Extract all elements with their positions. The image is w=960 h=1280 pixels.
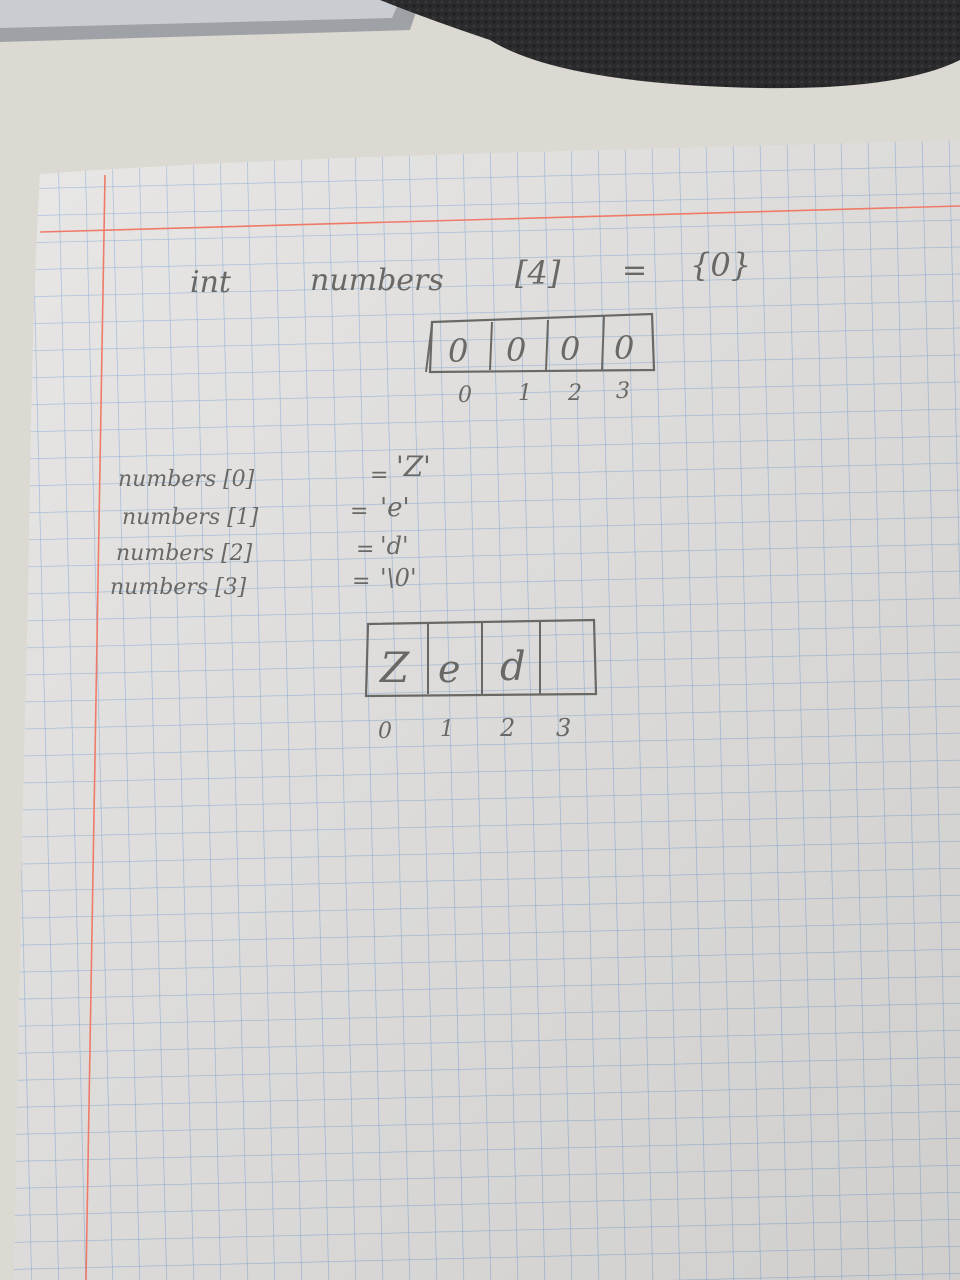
assignment-lhs: numbers [2] <box>116 541 253 566</box>
assignment-rhs: '\0' <box>380 564 417 592</box>
array2-index: 0 <box>378 719 392 744</box>
array2-index: 3 <box>556 714 571 742</box>
page-shading <box>14 140 960 1280</box>
assignment-list: numbers [0] = 'Z' numbers [1] = 'e' numb… <box>110 450 431 600</box>
array-diagram-initial: 0 0 0 0 0 1 2 3 <box>425 312 656 408</box>
declaration-equals: = <box>622 253 647 288</box>
assignment-rhs: 'Z' <box>396 450 431 483</box>
laptop-lid <box>0 0 400 28</box>
assignment-lhs: numbers [1] <box>122 505 259 530</box>
array2-cell: Z <box>378 643 410 692</box>
declaration-init: {0} <box>690 246 751 284</box>
declaration-size: [4] <box>515 254 561 292</box>
assignment-op: = <box>356 537 374 562</box>
array-diagram-filled: Z e d 0 1 2 3 <box>364 618 598 744</box>
declaration: int numbers [4] = {0} <box>190 246 751 300</box>
array1-index: 2 <box>567 381 582 406</box>
margin-line-horizontal <box>39 205 960 233</box>
array1-index: 3 <box>616 379 630 404</box>
array2-cell: d <box>500 644 526 690</box>
array2-index: 2 <box>499 714 515 742</box>
array1-cell: 0 <box>506 331 526 369</box>
array-outline <box>364 618 598 698</box>
array1-index: 1 <box>518 381 532 406</box>
assignment-rhs: 'e' <box>380 493 410 523</box>
assignment-op: = <box>350 499 368 524</box>
assignment-rhs: 'd' <box>380 532 409 560</box>
array-outline <box>428 312 656 374</box>
array2-cell: e <box>438 647 461 691</box>
assignment-lhs: numbers [0] <box>118 467 255 492</box>
declaration-name: numbers <box>310 263 444 298</box>
assignment-lhs: numbers [3] <box>110 575 247 600</box>
assignment-op: = <box>370 463 388 488</box>
array1-cell: 0 <box>560 330 580 368</box>
array1-cell: 0 <box>448 332 468 370</box>
array1-cell: 0 <box>614 329 634 367</box>
declaration-type: int <box>190 265 232 300</box>
assignment-op: = <box>352 569 370 594</box>
array2-index: 1 <box>440 717 454 742</box>
array1-index: 0 <box>458 383 472 408</box>
fabric-object <box>380 0 960 89</box>
